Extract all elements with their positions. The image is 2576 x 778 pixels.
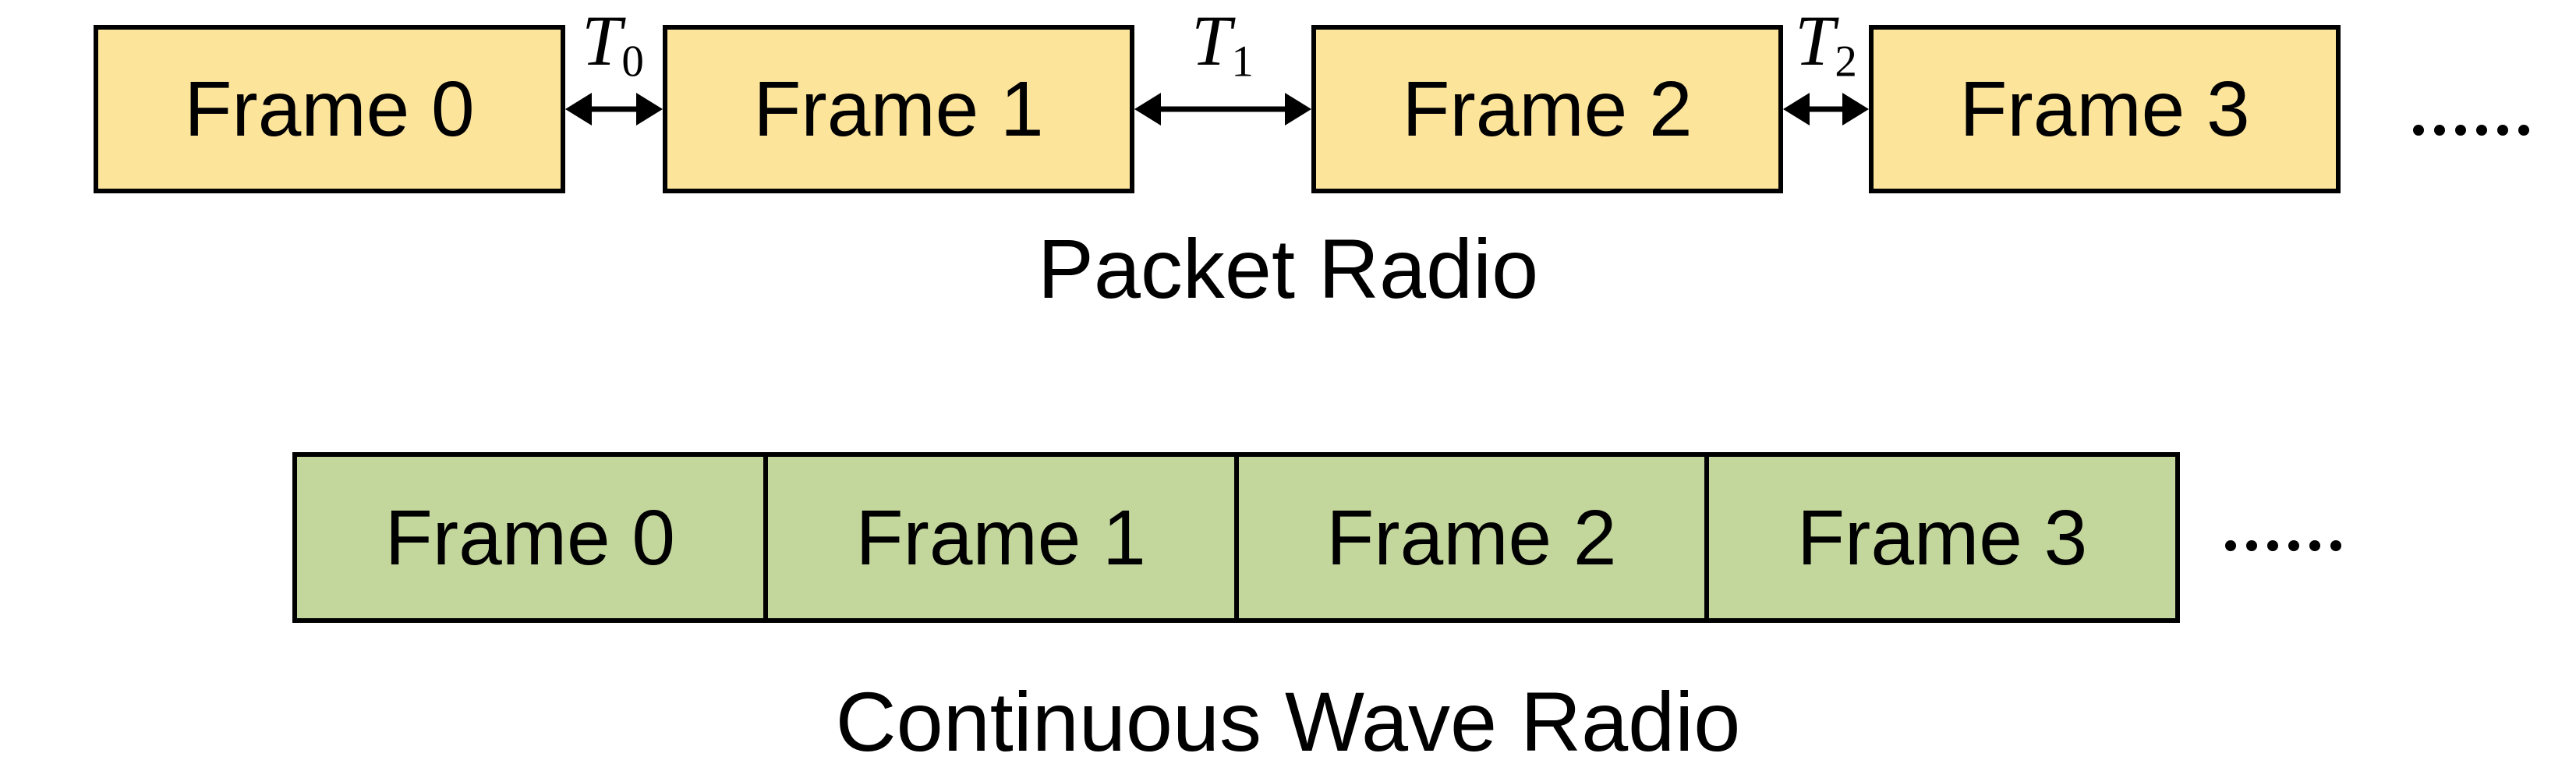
cw-frame-cell-3: Frame 3 — [1709, 457, 2175, 618]
packet-frame-label-1: Frame 1 — [753, 65, 1044, 153]
double-arrow-gap-1 — [1134, 86, 1311, 133]
cw-frame-cell-2: Frame 2 — [1239, 457, 1710, 618]
t-label-subscript: 1 — [1231, 37, 1254, 87]
cw-frame-label-3: Frame 3 — [1796, 493, 2088, 582]
packet-frame-box-2: Frame 2 — [1311, 25, 1783, 193]
ellipsis-dot — [2476, 125, 2487, 136]
packet-frame-box-0: Frame 0 — [94, 25, 565, 193]
ellipsis-cw-row — [2225, 540, 2341, 551]
ellipsis-dot — [2309, 540, 2320, 551]
cw-frame-strip: Frame 0 Frame 1 Frame 2 Frame 3 — [292, 452, 2180, 623]
ellipsis-packet-row — [2413, 125, 2529, 136]
arrow-line — [1155, 106, 1291, 112]
cw-frame-label-2: Frame 2 — [1326, 493, 1617, 582]
ellipsis-dot — [2225, 540, 2236, 551]
t-label-subscript: 2 — [1835, 37, 1857, 87]
ellipsis-dot — [2497, 125, 2508, 136]
packet-frame-box-1: Frame 1 — [663, 25, 1134, 193]
cw-frame-cell-1: Frame 1 — [768, 457, 1239, 618]
ellipsis-dot — [2330, 540, 2341, 551]
arrow-line — [1803, 106, 1849, 112]
t-label-base: T — [582, 1, 622, 80]
arrowhead-right-icon — [1285, 93, 1311, 126]
gap-duration-label-2: T2 — [1795, 5, 1857, 83]
gap-duration-label-0: T0 — [582, 5, 644, 83]
cw-frame-label-1: Frame 1 — [855, 493, 1146, 582]
ellipsis-dot — [2434, 125, 2445, 136]
packet-radio-caption: Packet Radio — [1037, 221, 1539, 316]
arrow-line — [586, 106, 642, 112]
ellipsis-dot — [2246, 540, 2257, 551]
double-arrow-gap-0 — [565, 86, 663, 133]
packet-frame-box-3: Frame 3 — [1869, 25, 2341, 193]
t-label-base: T — [1191, 1, 1232, 80]
ellipsis-dot — [2413, 125, 2424, 136]
continuous-wave-radio-caption: Continuous Wave Radio — [835, 674, 1741, 769]
arrowhead-right-icon — [1842, 93, 1869, 126]
packet-frame-label-0: Frame 0 — [184, 65, 475, 153]
ellipsis-dot — [2288, 540, 2299, 551]
ellipsis-dot — [2518, 125, 2529, 136]
double-arrow-gap-2 — [1783, 86, 1869, 133]
cw-frame-cell-0: Frame 0 — [297, 457, 768, 618]
packet-frame-label-2: Frame 2 — [1402, 65, 1693, 153]
t-label-subscript: 0 — [621, 37, 644, 87]
ellipsis-dot — [2455, 125, 2466, 136]
packet-frame-label-3: Frame 3 — [1959, 65, 2250, 153]
t-label-base: T — [1795, 1, 1835, 80]
gap-duration-label-1: T1 — [1191, 5, 1254, 83]
cw-frame-label-0: Frame 0 — [384, 493, 676, 582]
ellipsis-dot — [2267, 540, 2278, 551]
arrowhead-right-icon — [636, 93, 663, 126]
